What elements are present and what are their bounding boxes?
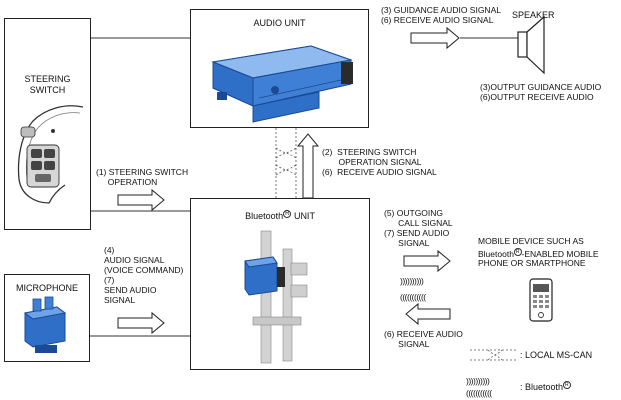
speaker-title: SPEAKER xyxy=(512,10,555,20)
steering-switch-title: STEERING SWITCH xyxy=(24,74,71,95)
steering-switch-icon xyxy=(17,105,84,204)
audio-unit-title: AUDIO UNIT xyxy=(253,18,306,28)
legend-waves-out: )))))))))) xyxy=(466,376,490,386)
mobile-device-bluetooth: Bluetooth xyxy=(478,248,514,259)
label-steering-operation: (1) STEERING SWITCH OPERATION xyxy=(96,167,189,187)
legend-bluetooth-text: : Bluetooth xyxy=(520,382,564,392)
smartphone-icon xyxy=(529,278,553,322)
bluetooth-unit-prefix: Bluetooth xyxy=(245,211,284,221)
label-mic-signals: (4) AUDIO SIGNAL (VOICE COMMAND) (7) SEN… xyxy=(104,245,184,305)
mobile-device-line2-suffix: -ENABLED MOBILE xyxy=(521,248,599,259)
bluetooth-unit-suffix: UNIT xyxy=(291,211,315,221)
mobile-device-line3: PHONE OR SMARTPHONE xyxy=(478,258,586,268)
arrow-mic-send-audio xyxy=(117,311,165,335)
arrow-steering-operation xyxy=(117,188,165,212)
label-outgoing: (5) OUTGOING CALL SIGNAL (7) SEND AUDIO … xyxy=(384,208,453,248)
bluetooth-module-image xyxy=(244,230,308,364)
microphone-image xyxy=(23,296,67,353)
arrow-bluetooth-to-audio xyxy=(296,133,320,199)
mobile-device-line1: MOBILE DEVICE SUCH AS xyxy=(478,236,584,246)
mobile-registered-mark: R xyxy=(513,248,522,256)
label-bluetooth-to-audio: (2) STEERING SWITCH OPERATION SIGNAL (6)… xyxy=(322,147,437,177)
arrow-outgoing-to-phone xyxy=(403,249,451,273)
microphone-title: MICROPHONE xyxy=(15,283,78,293)
audio-unit: AUDIO UNIT xyxy=(190,9,369,128)
arrow-receive-from-phone xyxy=(405,302,451,326)
legend-local-ms-can: : LOCAL MS-CAN xyxy=(520,350,593,360)
audio-unit-image xyxy=(211,45,353,123)
ms-can-twisted-pair xyxy=(275,128,297,198)
registered-mark: R xyxy=(283,210,292,218)
steering-to-audio-wire xyxy=(90,30,199,39)
microphone-unit: MICROPHONE xyxy=(4,274,90,362)
steering-to-bluetooth-wire xyxy=(90,210,199,218)
bluetooth-waves-in: ((((((((((( xyxy=(400,292,426,302)
legend-registered-mark: R xyxy=(563,381,571,389)
legend-ms-can-icon xyxy=(470,349,518,361)
steering-switch-unit: STEERING SWITCH xyxy=(4,18,91,230)
label-receive-audio: (6) RECEIVE AUDIO SIGNAL xyxy=(384,329,463,349)
legend-waves-in: ((((((((((( xyxy=(466,388,492,398)
label-guidance-to-speaker: (3) GUIDANCE AUDIO SIGNAL (6) RECEIVE AU… xyxy=(381,5,501,25)
arrow-to-speaker xyxy=(410,26,460,50)
speaker-icon xyxy=(517,15,545,75)
label-speaker-output: (3)OUTPUT GUIDANCE AUDIO (6)OUTPUT RECEI… xyxy=(480,82,602,102)
bluetooth-waves-out: )))))))))) xyxy=(400,276,424,286)
